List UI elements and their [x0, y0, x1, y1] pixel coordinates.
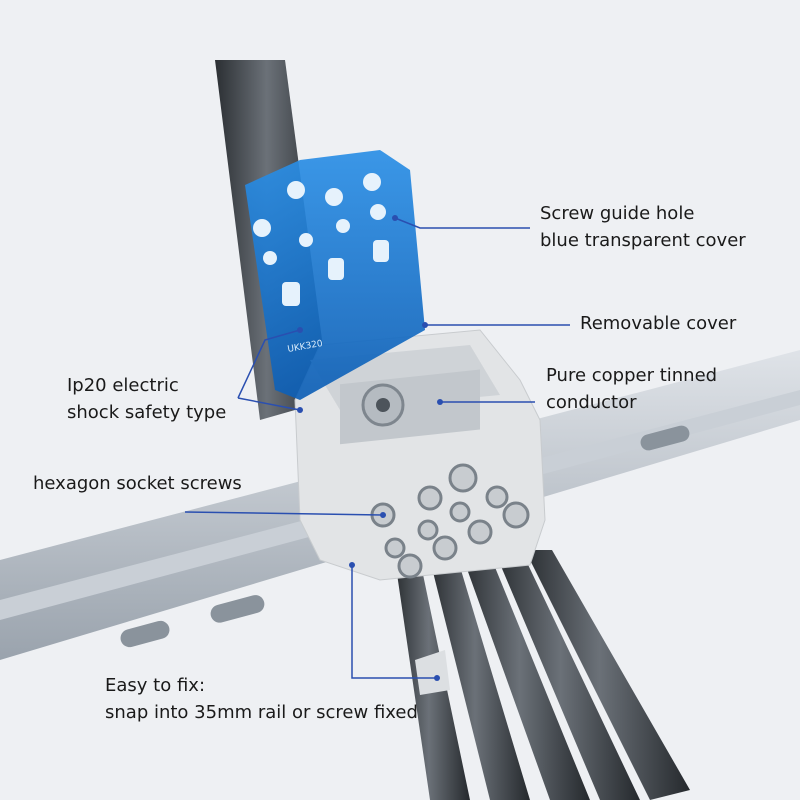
label-line: Screw guide hole	[540, 203, 695, 224]
label-line: hexagon socket screws	[33, 473, 242, 494]
leader-lines	[184, 217, 570, 679]
label-line: Removable cover	[580, 313, 737, 334]
label-line: shock safety type	[67, 402, 227, 423]
hex-socket-screws	[370, 463, 530, 579]
blue-transparent-cover: UKK320	[245, 150, 425, 400]
label-hexagon-screws: hexagon socket screws	[33, 470, 242, 497]
label-easy-fix: Easy to fix: snap into 35mm rail or scre…	[105, 672, 418, 726]
label-ip20: Ip20 electric shock safety type	[67, 372, 226, 426]
label-line: Pure copper tinned	[546, 365, 718, 386]
label-line: conductor	[546, 392, 637, 413]
label-line: Ip20 electric	[67, 375, 179, 396]
label-copper-conductor: Pure copper tinned conductor	[546, 362, 717, 416]
label-line: snap into 35mm rail or screw fixed	[105, 702, 418, 723]
label-line: blue transparent cover	[540, 230, 746, 251]
label-screw-guide: Screw guide hole blue transparent cover	[540, 200, 746, 254]
label-line: Easy to fix:	[105, 675, 206, 696]
housing	[294, 329, 546, 695]
label-removable-cover: Removable cover	[580, 310, 736, 337]
